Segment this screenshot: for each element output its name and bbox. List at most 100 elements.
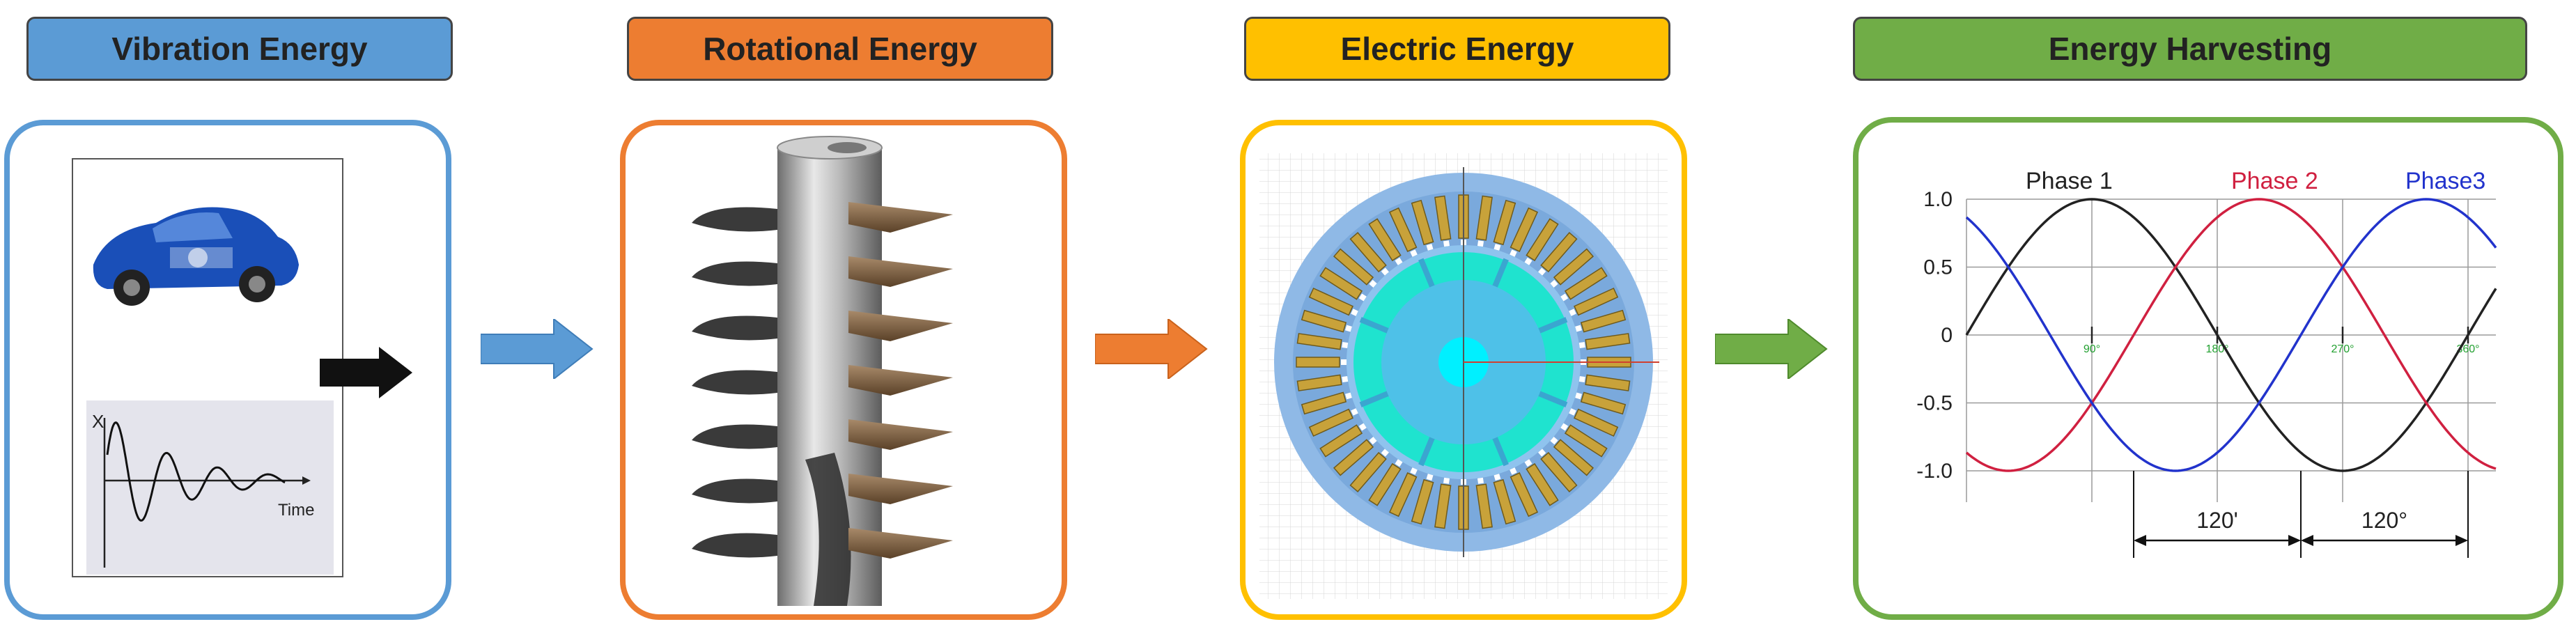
car-icon [93,207,300,306]
vibration-x-label: Time [278,501,314,520]
slot-opening [1578,341,1585,349]
slot-opening [1443,477,1450,484]
stator-slot [1493,199,1516,246]
stator-slot [1475,195,1493,241]
stator-slot [1434,195,1452,241]
slot-opening [1351,408,1358,416]
stator-slot [1574,408,1619,437]
slot-opening [1342,375,1349,383]
rotor-pole-gap [1418,435,1436,467]
stator-slot [1308,408,1353,437]
slot-opening [1560,293,1569,302]
slot-opening [1345,325,1352,332]
stator-slot [1368,462,1402,506]
energy-harvesting-header: Energy Harvesting [1853,17,2527,81]
stator-slot [1475,483,1493,529]
slot-opening [1351,309,1358,316]
stator-slot [1296,374,1342,391]
rotor-pole-gap [1491,258,1509,289]
y-tick-label: 0.5 [1923,256,1953,279]
slot-opening [1477,240,1484,247]
stator-slot [1333,439,1374,476]
spacing-label: 120° [2361,508,2407,533]
vibration-y-label: X [92,411,104,432]
stator-slot [1296,357,1340,368]
rotor-pole-gap [1418,258,1436,289]
stator-slot [1574,287,1619,316]
stator-slot [1411,478,1434,525]
rotational-energy-title: Rotational Energy [703,31,977,67]
slot-opening [1524,459,1533,467]
stator-slot [1308,287,1353,316]
stator-slot [1411,199,1434,246]
blade-left [692,478,777,504]
stator-slot [1388,472,1418,517]
slot-opening [1426,244,1434,251]
slot-opening [1537,267,1546,276]
rotor-pole-gap [1359,317,1390,334]
blade-right [848,474,953,504]
stator-slot [1580,391,1627,415]
slot-opening [1493,244,1501,251]
y-tick-label: -1.0 [1916,460,1953,483]
stator-slot [1349,231,1387,273]
blade-left [692,261,777,286]
slot-opening [1443,240,1450,247]
helical-screw-illustration [692,136,953,606]
connector-arrow-2 [1095,319,1208,379]
slot-opening [1341,359,1347,365]
slot-opening [1510,467,1517,475]
electric-energy-panel [1240,120,1687,620]
slot-opening [1569,309,1576,316]
slot-opening [1510,249,1517,257]
stator-slot [1510,472,1539,517]
rotational-energy-header: Rotational Energy [627,17,1053,81]
stator-slot [1553,248,1595,286]
slot-opening [1395,257,1403,265]
stator-slot [1333,248,1374,286]
slot-opening [1345,392,1352,400]
stator-slot [1540,231,1578,273]
stator-slot [1585,374,1631,391]
stator-slot [1301,391,1347,415]
energy-harvesting-title: Energy Harvesting [2048,31,2332,67]
slot-opening [1342,341,1349,349]
stator-slot [1510,207,1539,252]
blade-right [848,311,953,341]
slot-opening [1524,257,1533,265]
vibration-energy-title: Vibration Energy [111,31,368,67]
stator-slot [1585,333,1631,350]
slot-opening [1550,279,1558,288]
slot-opening [1477,477,1484,484]
slot-opening [1369,436,1377,445]
phase-curve [1965,198,2497,472]
blade-left [692,424,777,449]
blade-right [848,365,953,396]
rotor-pole-gap [1359,390,1390,407]
helical-blades [692,202,953,559]
stator-slot [1319,267,1363,300]
stator-slot [1526,218,1559,262]
rotor-pole-gap [1537,317,1568,334]
slot-opening [1575,392,1582,400]
rotor-pole-gap [1537,390,1568,407]
stator-slot [1564,424,1608,458]
series-label: Phase3 [2405,168,2485,194]
slot-opening [1426,474,1434,481]
connector-arrow-1 [481,319,593,379]
connector-arrow-3 [1715,319,1828,379]
stator-slot [1540,451,1578,493]
blade-left [692,316,777,341]
stator-slot [1493,478,1516,525]
slot-opening [1569,408,1576,416]
x-tick-label: 270° [2331,343,2354,355]
slot-opening [1381,267,1390,276]
stator-slot [1388,207,1418,252]
series-label: Phase 1 [2026,168,2113,194]
slot-opening [1358,293,1367,302]
blade-right [848,419,953,450]
spacing-label: 120' [2196,508,2238,533]
stator-slot [1564,267,1608,300]
